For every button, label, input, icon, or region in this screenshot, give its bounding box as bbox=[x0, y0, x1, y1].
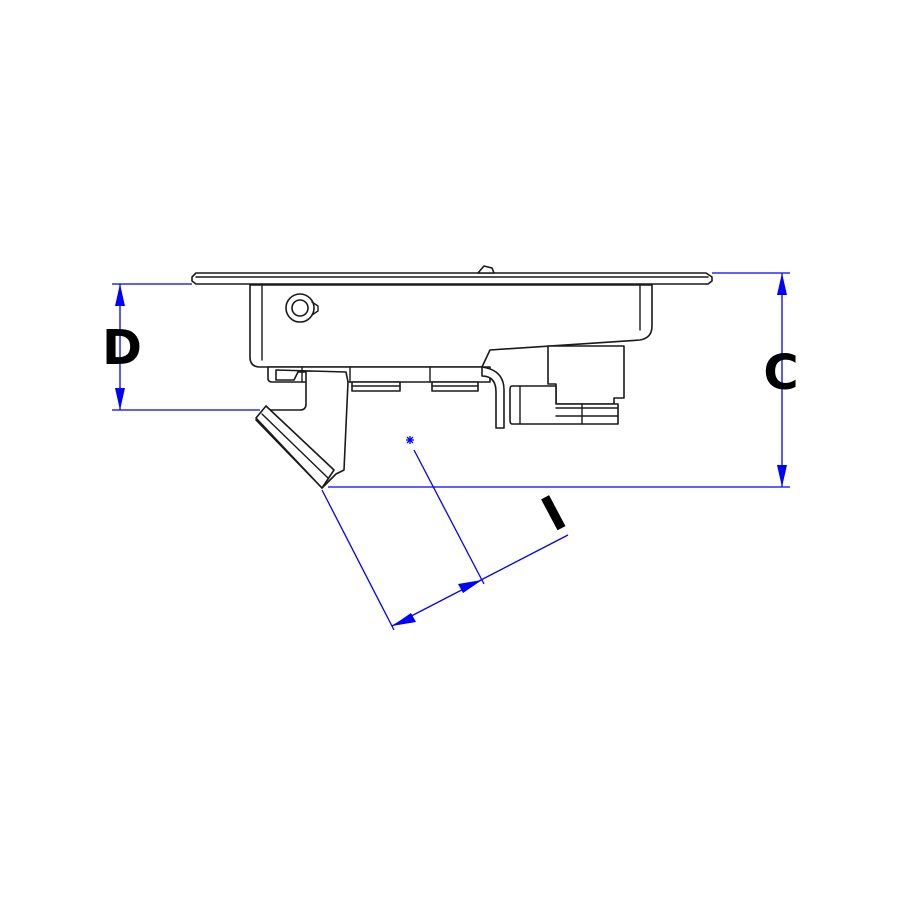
dimension-i-label: I bbox=[533, 485, 575, 543]
dim-i-arrow-start bbox=[392, 613, 416, 626]
dimension-c: C bbox=[328, 272, 799, 488]
housing bbox=[249, 284, 653, 368]
dimension-c-label: C bbox=[763, 345, 798, 401]
dimension-d-label: D bbox=[102, 320, 142, 376]
dimension-i: I bbox=[321, 436, 575, 631]
dim-d-arrow-top bbox=[115, 284, 125, 306]
pivot-marker bbox=[406, 436, 414, 444]
pawl bbox=[255, 369, 349, 489]
latch-mechanism bbox=[547, 345, 625, 405]
dim-i-arrow-end bbox=[458, 580, 482, 593]
dim-d-arrow-bottom bbox=[115, 388, 125, 410]
latch-body bbox=[191, 265, 713, 489]
dim-c-arrow-top bbox=[777, 273, 787, 295]
dimension-d: D bbox=[102, 283, 260, 411]
dim-c-arrow-bottom bbox=[777, 465, 787, 487]
flange-plate bbox=[191, 272, 713, 285]
